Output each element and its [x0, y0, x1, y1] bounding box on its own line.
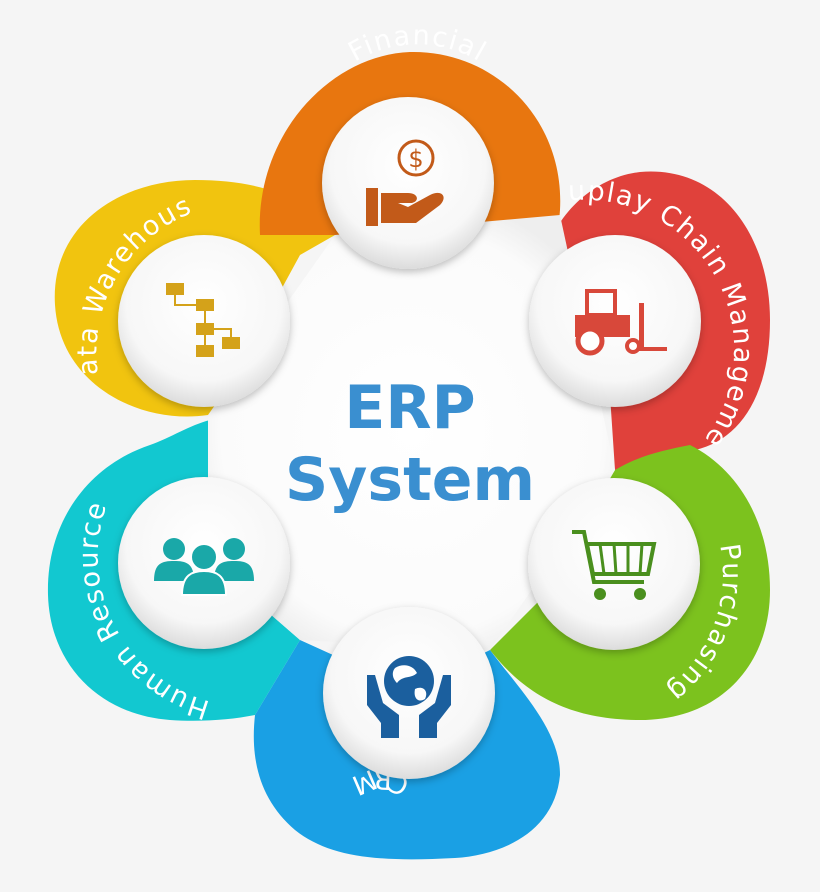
node-purchasing[interactable]	[528, 478, 700, 650]
node-financial[interactable]: $	[322, 97, 494, 269]
svg-text:$: $	[408, 145, 423, 173]
node-human-resource[interactable]	[118, 477, 290, 649]
center-subtitle: System	[285, 445, 535, 515]
forklift-icon	[575, 289, 667, 356]
node-crm[interactable]	[323, 607, 495, 779]
center-title: ERP	[344, 373, 475, 443]
node-supply-chain[interactable]	[529, 235, 701, 407]
globe-hands-icon	[367, 656, 451, 738]
node-data-warehouse[interactable]	[118, 235, 290, 407]
center-hub	[208, 215, 615, 650]
hierarchy-icon	[166, 283, 240, 357]
money-hand-icon: $	[366, 139, 444, 226]
people-group-icon	[154, 538, 254, 596]
shopping-cart-icon	[572, 530, 657, 600]
